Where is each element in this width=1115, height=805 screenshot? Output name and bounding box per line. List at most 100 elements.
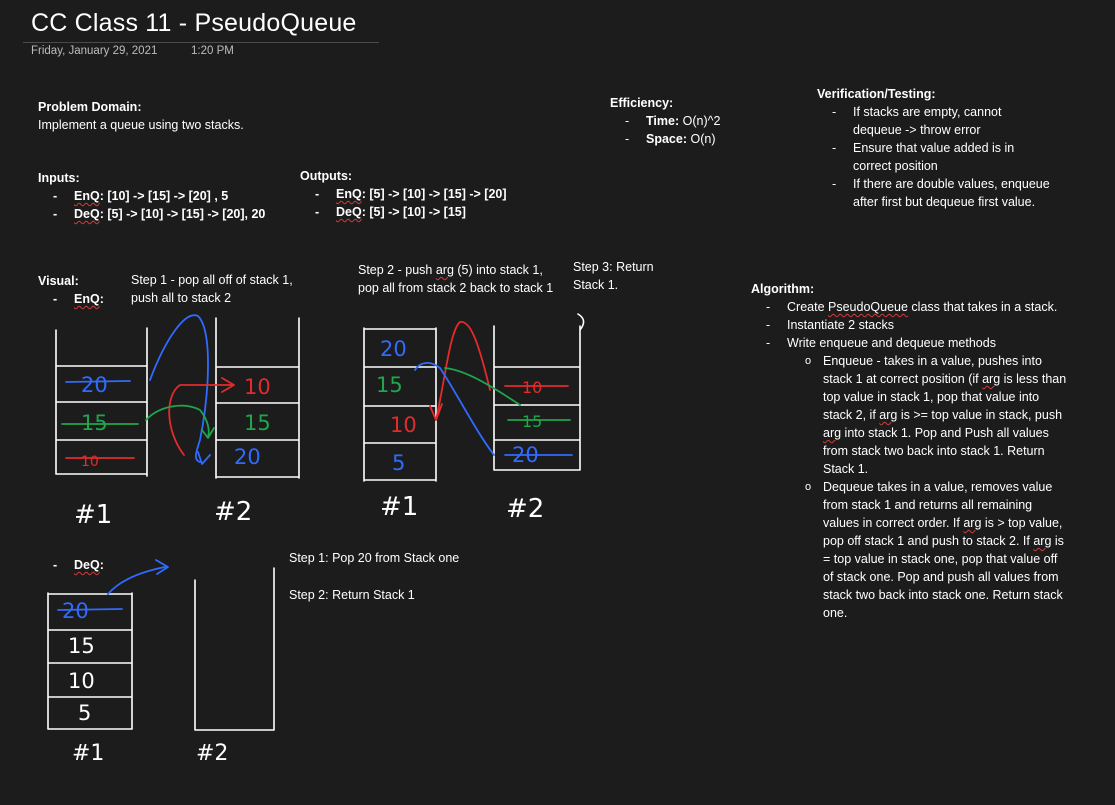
enq-s2-value: 10	[244, 375, 271, 399]
visual-block: Visual: EnQ:	[38, 272, 138, 308]
algo-arg: arg	[879, 408, 898, 422]
enq-text: : [10] -> [15] -> [20] , 5	[99, 189, 229, 203]
deq-stack-1-outline	[47, 592, 133, 730]
enq2-s1-value: 20	[380, 337, 407, 361]
step2-text-b: (5) into stack 1, pop all from stack 2 b…	[358, 263, 554, 295]
enq2-s2-value: 20	[512, 443, 539, 467]
algo-text: is = top value in stack one, pop that va…	[823, 534, 1064, 620]
inputs-enq: EnQ: [10] -> [15] -> [20] , 5	[38, 187, 298, 205]
enq-stack-2-outline	[215, 317, 300, 479]
enq2-s1-value: 15	[376, 373, 403, 397]
outputs-deq: DeQ: [5] -> [10] -> [15]	[300, 203, 560, 221]
visual-enq-colon: :	[99, 292, 104, 306]
algorithm-item: Create PseudoQueue class that takes in a…	[751, 298, 1071, 316]
algorithm-block: Algorithm: Create PseudoQueue class that…	[751, 280, 1071, 622]
problem-heading: Problem Domain:	[38, 100, 142, 114]
verification-block: Verification/Testing: If stacks are empt…	[817, 85, 1052, 211]
visual-heading: Visual:	[38, 274, 79, 288]
enq2-red-arrow	[435, 321, 491, 421]
enq-green-arrow	[145, 404, 215, 439]
enq2-s2-value: 10	[522, 378, 542, 397]
enq-red-arrow	[168, 377, 235, 456]
title-divider	[23, 42, 379, 43]
algo-arg: arg	[823, 426, 842, 440]
time-value: O(n)^2	[682, 114, 721, 128]
enq-label: EnQ	[336, 187, 362, 201]
algo-text: is less than top value in stack 1, pop t…	[823, 372, 1067, 422]
step2-text-a: Step 2 - push	[358, 263, 436, 277]
efficiency-heading: Efficiency:	[610, 96, 674, 110]
deq-stack-2-label: #2	[196, 741, 228, 766]
enq-s1-value: 10	[81, 454, 99, 470]
deq-label: DeQ	[336, 205, 362, 219]
deq-blue-arrow	[107, 559, 169, 595]
visual-deq-colon: :	[99, 558, 104, 572]
problem-text: Implement a queue using two stacks.	[38, 118, 244, 132]
efficiency-block: Efficiency: Time: O(n)^2 Space: O(n)	[610, 94, 790, 148]
deq-step2: Step 2: Return Stack 1	[289, 588, 415, 602]
enq-s2-value: 15	[244, 411, 271, 435]
verification-item: If there are double values, enqueue afte…	[817, 175, 1052, 211]
algo-arg: arg	[1033, 534, 1052, 548]
deq-s1-value: 10	[68, 669, 95, 693]
deq-s1-value: 5	[78, 701, 91, 725]
visual-deq-label: DeQ	[74, 558, 100, 572]
enq-text: : [5] -> [10] -> [15] -> [20]	[361, 187, 507, 201]
enq-blue-arrow	[149, 314, 211, 465]
visual-deq-item: DeQ:	[38, 556, 138, 574]
deq-s1-value: 15	[68, 634, 95, 658]
enq2-stack-2-label: #2	[506, 494, 544, 524]
problem-domain: Problem Domain: Implement a queue using …	[38, 98, 244, 134]
enq-stack-1-label: #1	[74, 500, 112, 530]
algo-text: is >= top value in stack, push	[897, 408, 1063, 422]
algo-text: is > top value, pop off stack 1 and push…	[823, 516, 1063, 548]
verification-item: If stacks are empty, cannot dequeue -> t…	[817, 103, 1052, 139]
enq-s1-value: 15	[81, 411, 108, 435]
deq-stack-2-outline	[194, 567, 275, 731]
efficiency-time: Time: O(n)^2	[610, 112, 790, 130]
enq2-s2-value: 15	[522, 412, 542, 431]
enq2-stack-2-outline	[493, 313, 585, 471]
enq-label: EnQ	[74, 189, 100, 203]
time-label: Time:	[646, 114, 680, 128]
enq-step1: Step 1 - pop all off of stack 1, push al…	[131, 273, 293, 305]
enq-stack-1-outline	[55, 327, 148, 477]
algorithm-item: Instantiate 2 stacks	[751, 316, 1071, 334]
deq-text: : [5] -> [10] -> [15] -> [20], 20	[99, 207, 266, 221]
verification-heading: Verification/Testing:	[817, 87, 936, 101]
efficiency-space: Space: O(n)	[610, 130, 790, 148]
enq-step2: Step 2 - push arg (5) into stack 1, pop …	[358, 261, 563, 297]
outputs-block: Outputs: EnQ: [5] -> [10] -> [15] -> [20…	[300, 167, 560, 221]
page-date: Friday, January 29, 2021	[31, 45, 158, 57]
algorithm-subitem-dequeue: Dequeue takes in a value, removes value …	[787, 478, 1071, 622]
algo-word: PseudoQueue	[828, 300, 908, 314]
visual-enq: EnQ:	[38, 290, 138, 308]
page-time: 1:20 PM	[191, 45, 234, 57]
strike-deq-20-blue	[57, 608, 123, 611]
visual-deq: DeQ:	[38, 556, 138, 574]
algo-arg: arg	[982, 372, 1001, 386]
space-value: O(n)	[690, 132, 716, 146]
page-title: CC Class 11 - PseudoQueue	[31, 9, 357, 37]
algo-text: Enqueue - takes in a value, pushes into …	[823, 354, 1042, 386]
enq2-red-hook	[429, 403, 443, 421]
deq-step1: Step 1: Pop 20 from Stack one	[289, 551, 460, 565]
algo-text: Create	[787, 300, 828, 314]
enq2-s1-value: 5	[392, 451, 405, 475]
enq-stack-2-label: #2	[214, 497, 252, 527]
deq-label: DeQ	[74, 207, 100, 221]
enq2-stack-1-label: #1	[380, 492, 418, 522]
algorithm-heading: Algorithm:	[751, 282, 815, 296]
algorithm-item: Write enqueue and dequeue methods Enqueu…	[751, 334, 1071, 622]
enq2-s1-value: 10	[390, 413, 417, 437]
deq-s1-value: 20	[62, 599, 89, 623]
outputs-enq: EnQ: [5] -> [10] -> [15] -> [20]	[300, 185, 560, 203]
enq2-blue-arrow	[414, 362, 495, 456]
algorithm-subitem-enqueue: Enqueue - takes in a value, pushes into …	[787, 352, 1071, 478]
algo-text: Write enqueue and dequeue methods	[787, 336, 996, 350]
algo-text: Dequeue takes in a value, removes value …	[823, 480, 1053, 530]
outputs-heading: Outputs:	[300, 169, 353, 183]
algo-text: class that takes in a stack.	[907, 300, 1058, 314]
enq2-green-arrow	[444, 367, 521, 406]
step2-arg: arg	[435, 263, 454, 277]
